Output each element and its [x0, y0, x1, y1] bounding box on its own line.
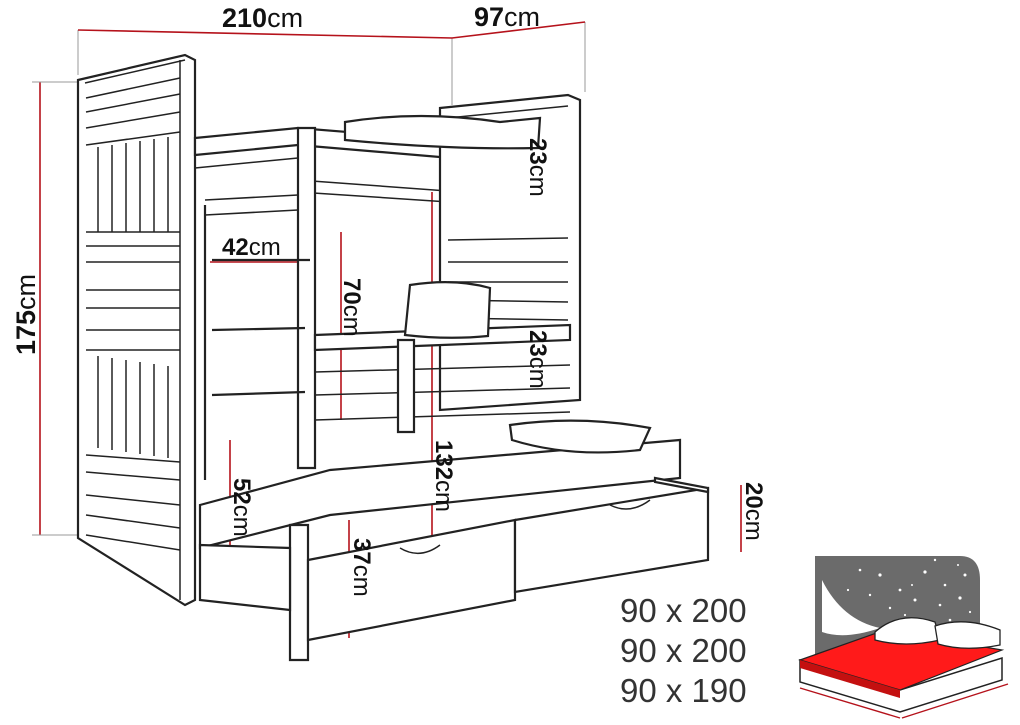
bed-frame — [76, 53, 710, 662]
bed-length-arrow — [901, 683, 1009, 719]
top-rail-unit: cm — [524, 165, 551, 197]
height-label: 175cm — [11, 274, 41, 355]
ladder-step-value: 42 — [222, 234, 249, 261]
height-unit: cm — [11, 274, 41, 310]
mattress-side — [800, 660, 900, 698]
ladder-step-unit: cm — [249, 234, 281, 261]
middle-rail-value: 23 — [524, 330, 551, 357]
pillow-right — [934, 621, 1001, 649]
upper-clearance-value: 70 — [338, 278, 365, 305]
bed-width-arrow — [799, 687, 901, 719]
mattress-illustration — [798, 556, 1009, 719]
depth-label: 97cm — [474, 2, 540, 32]
mattress-size-3: 90 x 190 — [620, 672, 747, 709]
middle-bed-height-unit: cm — [228, 505, 255, 537]
width-value: 210 — [222, 3, 267, 33]
top-rail-value: 23 — [524, 138, 551, 165]
depth-unit: cm — [504, 2, 540, 32]
upper-bed-height-label: 132cm — [430, 440, 457, 512]
upper-clearance-unit: cm — [338, 305, 365, 337]
upper-bed-height-unit: cm — [430, 480, 457, 512]
upper-bed-height-value: 132 — [430, 440, 457, 480]
mattress-size-2: 90 x 200 — [620, 632, 747, 669]
middle-rail-label: 23cm — [524, 330, 551, 389]
dimension-labels: 210cm 97cm 175cm 23cm 42cm 70cm 23cm 132… — [11, 2, 767, 597]
drawer-height-value: 20 — [740, 482, 767, 509]
trundle-height-unit: cm — [348, 565, 375, 597]
middle-bed-height-value: 52 — [228, 478, 255, 505]
middle-rail-unit: cm — [524, 357, 551, 389]
drawer-height-label: 20cm — [740, 482, 767, 541]
width-label: 210cm — [222, 3, 303, 33]
stars-icon — [846, 558, 972, 622]
drawer-height-unit: cm — [740, 509, 767, 541]
moon-icon — [822, 580, 880, 636]
trundle-height-label: 37cm — [348, 538, 375, 597]
mattress-size-1: 90 x 200 — [620, 592, 747, 629]
depth-value: 97 — [474, 2, 504, 32]
trundle-height-value: 37 — [348, 538, 375, 565]
middle-bed-height-label: 52cm — [228, 478, 255, 537]
height-value: 175 — [11, 310, 41, 355]
top-rail-label: 23cm — [524, 138, 551, 197]
width-unit: cm — [267, 3, 303, 33]
upper-clearance-label: 70cm — [338, 278, 365, 337]
mattress-size-list: 90 x 200 90 x 200 90 x 190 — [620, 592, 747, 709]
ladder-step-label: 42cm — [222, 234, 281, 261]
